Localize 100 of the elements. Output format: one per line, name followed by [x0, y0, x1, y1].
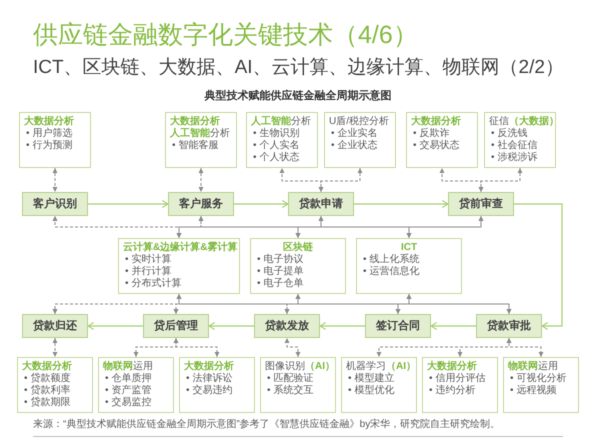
box-heading: 征信（大数据） [489, 116, 559, 128]
box-heading: 区块链 [283, 242, 313, 254]
bullet-text: • 行为预测 [25, 140, 72, 152]
arrow [354, 200, 449, 208]
bullet-text: • 企业实名 [330, 128, 378, 140]
box-heading: 人工智能分析 [170, 128, 230, 140]
tech-box [503, 357, 579, 413]
bullet-text: • 个人实名 [252, 140, 300, 152]
process-box [22, 192, 88, 216]
bullet-text: • 电子协议 [256, 254, 304, 266]
tech-box [406, 112, 478, 168]
box-heading: 大数据分析 [170, 116, 220, 128]
bullet-text: • 智能客服 [171, 140, 218, 152]
source-note: 来源：“典型技术赋能供应链金融全周期示意图”参考了《智慧供应链金融》by宋华，研究院自主研究绘制。 [33, 419, 500, 431]
box-heading: 大数据分析 [411, 116, 461, 128]
box-heading: U盾/税控分析 [329, 116, 389, 128]
arrow [88, 200, 169, 208]
arrow [406, 216, 484, 238]
title: 供应链金融数字化关键技术（4/6） [33, 20, 418, 50]
bullet-text: • 远程视频 [509, 385, 556, 397]
box-heading: ICT [400, 242, 418, 254]
dashed-arrow [318, 168, 362, 192]
box-heading: 大数据分析 [184, 361, 234, 372]
bullet-text: • 贷款期限 [23, 397, 70, 409]
box-heading: 人工智能分析 [251, 116, 311, 128]
bullet-text: • 实时计算 [124, 254, 172, 266]
bullet-text: • 线上化系统 [362, 254, 420, 266]
tech-box [260, 357, 336, 413]
bullet-text: • 电子提单 [256, 266, 304, 278]
figure-heading: 典型技术赋能供应链金融全周期示意图 [204, 90, 392, 102]
bullet-text: • 并行计算 [124, 266, 172, 278]
arrow [234, 200, 289, 208]
process-box [365, 314, 431, 338]
bullet-text: • 法律诉讼 [185, 373, 232, 384]
box-heading: 大数据分析 [22, 361, 72, 372]
bullet-text: • 反欺诈 [412, 128, 450, 140]
process-label: 贷款审批 [487, 320, 531, 332]
bullet-text: • 信用分评估 [428, 373, 486, 384]
tech-box [484, 112, 556, 168]
tech-box [19, 112, 91, 168]
bullet-text: • 企业状态 [330, 140, 378, 152]
bullet-text: • 匹配验证 [266, 373, 314, 384]
bullet-text: • 运营信息化 [362, 266, 420, 278]
tech-box [341, 357, 417, 413]
bullet-text: • 交易状态 [412, 140, 460, 152]
tech-box [250, 238, 346, 294]
bullet-text: • 交易监控 [104, 397, 152, 409]
dashed-arrow [174, 338, 220, 358]
dashed-arrow [52, 168, 58, 192]
bullet-text: • 社会征信 [490, 140, 538, 152]
process-label: 贷款归还 [33, 320, 77, 332]
process-label: 客户识别 [33, 198, 77, 210]
bullet-text: • 交易违约 [185, 385, 232, 397]
arrow [406, 294, 512, 314]
arrow [430, 322, 476, 330]
process-label: 贷款发放 [265, 320, 309, 332]
dashed-arrow [52, 338, 58, 358]
bullet-text: • 分布式计算 [124, 278, 182, 290]
bullet-text: • 贷款利率 [23, 385, 70, 396]
arrow [319, 322, 365, 330]
bullet-text: • 电子仓单 [256, 278, 304, 290]
tech-box [17, 357, 93, 413]
tech-box [356, 238, 462, 294]
tech-box [324, 112, 396, 168]
arrow [87, 322, 143, 330]
box-heading: 机器学习（AI） [346, 361, 416, 372]
tech-box [118, 238, 240, 294]
box-heading: 图像识别（AI） [265, 361, 335, 373]
process-box [22, 314, 88, 338]
bullet-text: • 反洗钱 [490, 128, 528, 140]
bullet-text: • 用户筛选 [25, 128, 72, 140]
tech-box [98, 357, 174, 413]
bullet-text: • 贷款额度 [23, 373, 70, 384]
process-box [168, 192, 234, 216]
bullet-text: • 模型优化 [347, 385, 394, 397]
tech-box [246, 112, 318, 168]
bullet-text: • 个人状态 [252, 152, 300, 164]
bullet-text: • 违约分析 [428, 385, 476, 397]
bullet-text: • 生物识别 [252, 128, 300, 140]
process-label: 客户服务 [179, 198, 223, 210]
process-box [254, 314, 320, 338]
box-heading: 大数据分析 [24, 116, 74, 128]
dashed-arrow [506, 338, 544, 358]
process-label: 贷前审查 [459, 198, 503, 210]
box-heading: 物联网运用 [508, 361, 558, 372]
process-label: 签订合同 [376, 320, 420, 332]
bullet-text: • 系统交互 [266, 385, 314, 397]
process-label: 贷后管理 [154, 320, 198, 332]
arrow [514, 203, 563, 330]
bullet-text: • 涉税涉诉 [490, 152, 538, 164]
dashed-arrow [198, 168, 204, 192]
bullet-text: • 资产监管 [104, 385, 152, 396]
process-box [143, 314, 209, 338]
tech-box [179, 357, 255, 413]
bullet-text: • 模型建立 [347, 373, 394, 384]
box-heading: 物联网运用 [103, 361, 153, 372]
subtitle: ICT、区块链、大数据、AI、云计算、边缘计算、物联网（2/2） [33, 56, 564, 79]
arrow [208, 322, 254, 330]
dashed-arrow [478, 168, 522, 192]
tech-box [165, 112, 237, 168]
